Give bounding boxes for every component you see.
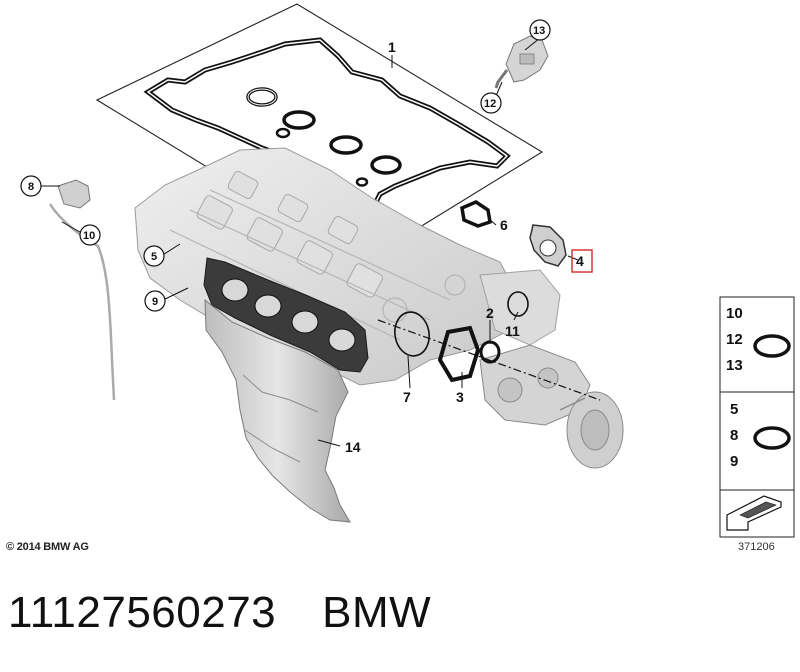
callout-6: 6 xyxy=(500,217,508,233)
callout-8-circle xyxy=(20,175,42,197)
legend-g1-item-2: 12 xyxy=(726,331,743,348)
callout-2: 2 xyxy=(486,305,494,321)
legend-g2-item-3: 9 xyxy=(730,453,738,470)
copyright-notice: © 2014 BMW AG xyxy=(6,541,89,553)
diagram-code: 371206 xyxy=(738,541,775,553)
callout-1: 1 xyxy=(388,39,396,55)
exhaust-manifold-gasket xyxy=(203,257,369,373)
legend-panel: 10 12 13 5 8 9 xyxy=(719,296,795,538)
callout-9: 9 xyxy=(152,296,158,308)
callout-12-circle xyxy=(480,92,502,114)
legend-g2-item-1: 5 xyxy=(730,401,738,418)
callout-9-circle xyxy=(144,290,166,312)
callout-14: 14 xyxy=(345,439,361,455)
legend-g1-item-3: 13 xyxy=(726,357,743,374)
assembly-axis-line xyxy=(377,319,601,401)
heat-shield xyxy=(204,298,351,523)
part-info: 11127560273 BMW xyxy=(8,588,431,638)
dipstick-tube xyxy=(48,179,116,401)
callout-4: 4 xyxy=(576,253,584,269)
thermostat-housing xyxy=(479,344,591,426)
gasket-6 xyxy=(460,200,492,228)
callout-3: 3 xyxy=(456,389,464,405)
callout-13-circle xyxy=(529,19,551,41)
callout-10: 10 xyxy=(83,230,95,242)
callout-13: 13 xyxy=(533,25,545,37)
fuel-injector xyxy=(494,35,549,89)
part-number: 11127560273 xyxy=(8,588,277,637)
callout-5: 5 xyxy=(151,251,157,263)
callout-12: 12 xyxy=(484,98,496,110)
vacuum-pump xyxy=(559,391,624,469)
legend-g2-item-2: 8 xyxy=(730,427,738,444)
gasket-4 xyxy=(529,224,567,267)
callout-4-highlight: 4 xyxy=(571,249,593,273)
callout-7: 7 xyxy=(403,389,411,405)
valve-cover-gasket-panel xyxy=(95,3,544,263)
exploded-parts-diagram: 1 2 3 6 7 11 14 4 13 12 8 10 5 9 10 12 1… xyxy=(20,3,795,538)
callout-5-circle xyxy=(143,245,165,267)
callout-10-circle xyxy=(79,224,101,246)
legend-seal-ring-icon xyxy=(753,426,791,450)
callout-8: 8 xyxy=(28,181,34,193)
legend-o-ring-icon xyxy=(753,334,791,358)
brand-name: BMW xyxy=(322,588,432,637)
shape-arrow-icon xyxy=(726,495,782,531)
legend-g1-item-1: 10 xyxy=(726,305,743,322)
callout-11: 11 xyxy=(505,323,520,339)
